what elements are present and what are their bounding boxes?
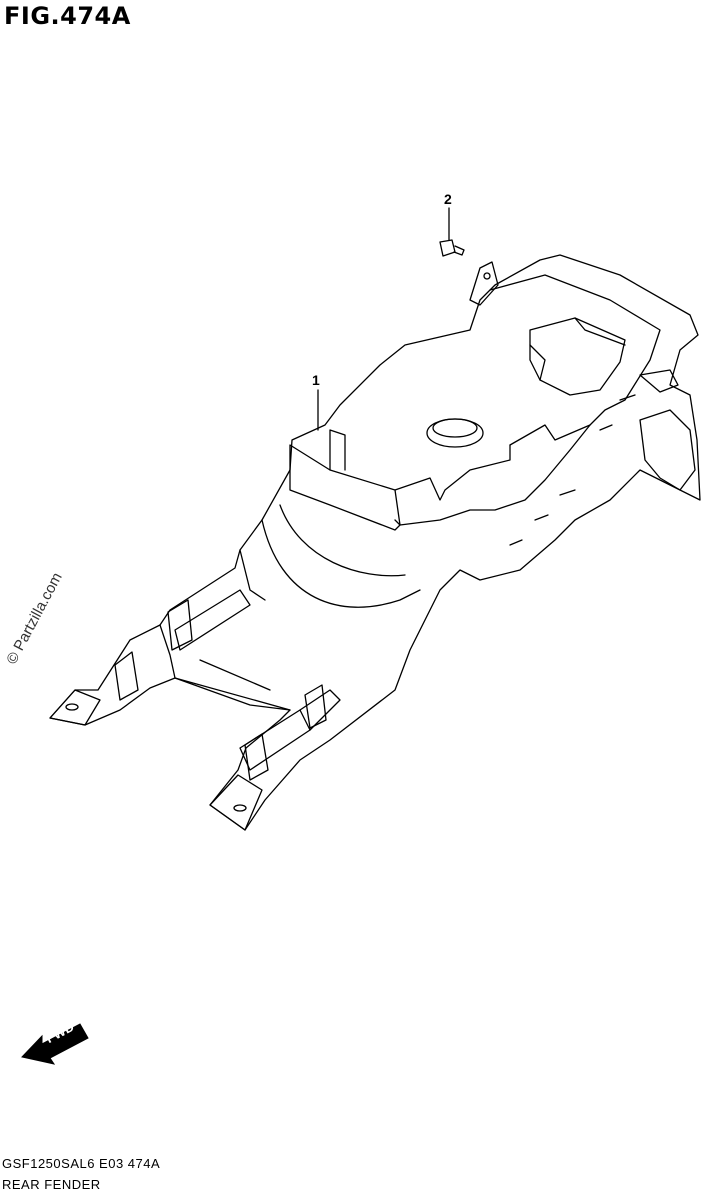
bolt-bracket [469,261,499,306]
left-clip [114,651,139,701]
left-mount-tab [49,689,101,726]
rear-mudguard [639,409,696,491]
rear-compartment [394,274,661,526]
model-code: GSF1250SAL6 E03 474A [2,1156,161,1171]
part-name: REAR FENDER [2,1177,101,1192]
bolt-2 [439,239,456,257]
underside-curve [261,519,421,608]
fender-outline [49,254,701,831]
right-mount-tab [209,774,263,831]
front-tray [289,444,401,531]
battery-box [529,317,626,396]
callout-2: 2 [444,191,452,207]
left-rail [159,624,176,679]
figure-title: FIG.474A [4,2,131,30]
forward-arrow-icon [21,1023,89,1065]
right-clip [244,733,269,781]
callout-1: 1 [312,372,320,388]
